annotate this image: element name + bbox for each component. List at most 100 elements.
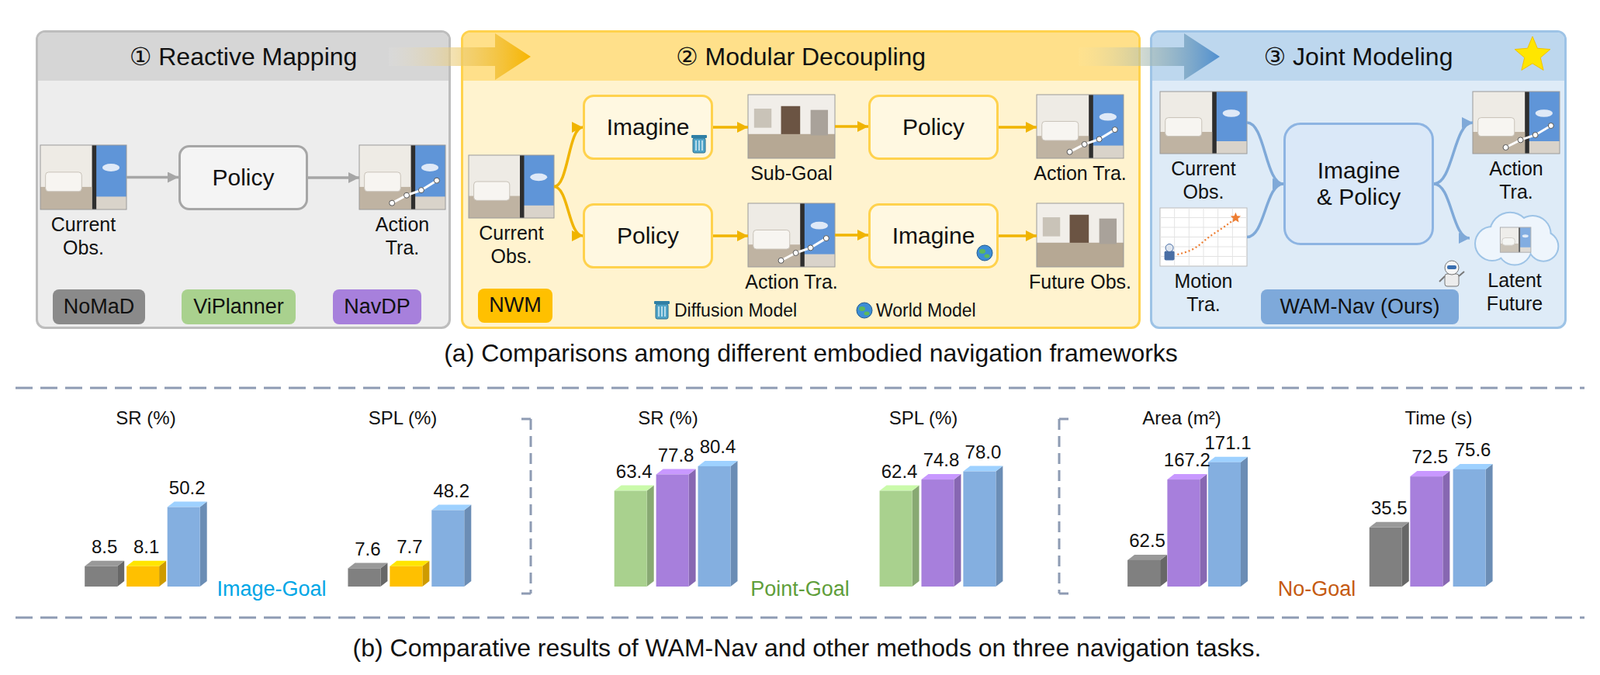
bar-side bbox=[995, 466, 1003, 587]
photo-ground bbox=[1160, 91, 1247, 154]
photo-sofa bbox=[474, 181, 510, 201]
photo-floor bbox=[1036, 242, 1124, 267]
photo-border bbox=[1499, 227, 1531, 253]
metric-heading: SR (%) bbox=[115, 407, 176, 430]
bar-top bbox=[347, 562, 388, 568]
bar-value: 75.6 bbox=[1454, 439, 1492, 461]
section-divider bbox=[1059, 592, 1069, 596]
bar-value: 7.7 bbox=[396, 536, 423, 558]
bar bbox=[1167, 474, 1207, 587]
bar-top bbox=[431, 505, 471, 511]
bar-value: 7.6 bbox=[354, 538, 381, 561]
section-divider bbox=[1059, 418, 1069, 421]
observation-image bbox=[468, 155, 555, 219]
framework-panel: Current Obs.ImagineSub-GoalPolicyAction … bbox=[460, 30, 1141, 330]
trajectory-point bbox=[1503, 145, 1509, 151]
image-caption: Action Tra. bbox=[1025, 161, 1135, 185]
framework-panel: Current Obs.PolicyAction Tra.NoMaDViPlan… bbox=[35, 30, 451, 330]
bar-top bbox=[389, 561, 430, 567]
bar-side bbox=[1402, 522, 1410, 587]
flow-arrow bbox=[998, 125, 1037, 129]
bar-front bbox=[1409, 476, 1443, 587]
bar-top bbox=[1167, 474, 1207, 480]
flow-arrow bbox=[1433, 122, 1473, 184]
photo-border bbox=[468, 155, 555, 219]
process-box: Policy bbox=[582, 203, 714, 269]
observation-image bbox=[1036, 94, 1124, 159]
photo-ground bbox=[468, 155, 555, 219]
bar-value: 50.2 bbox=[169, 477, 206, 499]
photo-cloud bbox=[1535, 109, 1553, 118]
bar-top bbox=[1127, 554, 1168, 561]
bar-value: 35.5 bbox=[1371, 497, 1408, 520]
photo-floor bbox=[748, 134, 835, 159]
photo-frame bbox=[800, 203, 805, 267]
thumbnail bbox=[1036, 94, 1124, 159]
bar-front bbox=[431, 510, 465, 588]
trajectory-point bbox=[433, 177, 440, 184]
bar bbox=[126, 561, 167, 587]
image-caption: Latent Future bbox=[1469, 268, 1560, 316]
process-box: Policy bbox=[868, 94, 999, 160]
bar-front bbox=[1208, 462, 1241, 587]
bar-front bbox=[614, 491, 648, 587]
photo-sofa bbox=[1042, 121, 1079, 141]
drawing-part bbox=[658, 306, 659, 317]
photo-cloud bbox=[1099, 113, 1117, 122]
latent-image bbox=[1499, 227, 1531, 253]
process-box: Imagine bbox=[582, 94, 714, 160]
legend-text: World Model bbox=[876, 300, 977, 321]
legend-text: Diffusion Model bbox=[674, 300, 797, 321]
plot-grid bbox=[1160, 236, 1247, 238]
image-node: Action Tra. bbox=[1025, 94, 1135, 185]
trajectory-point bbox=[778, 257, 784, 264]
drawing-part bbox=[701, 140, 703, 151]
drawing-part bbox=[691, 135, 707, 139]
bar-top bbox=[614, 485, 655, 492]
photo-sky bbox=[95, 145, 127, 197]
bar-value: 63.4 bbox=[616, 460, 653, 483]
photo-ground bbox=[359, 145, 446, 210]
metric-heading: SPL (%) bbox=[889, 407, 958, 430]
drawing-part bbox=[1447, 265, 1457, 270]
photo-ground bbox=[1472, 91, 1560, 154]
bar-value: 8.1 bbox=[133, 536, 160, 558]
bar-top bbox=[1369, 522, 1410, 528]
method-name: NoMaD bbox=[63, 294, 136, 319]
bar-side bbox=[953, 474, 961, 587]
bar-side bbox=[1160, 554, 1168, 587]
image-node: Current Obs. bbox=[1160, 91, 1247, 204]
bar-front bbox=[84, 566, 118, 587]
photo-border bbox=[1036, 203, 1124, 267]
panel-title: ① Reactive Mapping bbox=[129, 41, 358, 72]
photo-sofa bbox=[364, 172, 402, 192]
stage-arrow bbox=[1078, 33, 1220, 80]
photo-frame bbox=[1518, 227, 1521, 253]
task-name: Image-Goal bbox=[216, 577, 326, 602]
stage-arrow bbox=[388, 33, 531, 80]
bar bbox=[1453, 464, 1493, 587]
diffusion-icon bbox=[691, 135, 707, 153]
photo-frame bbox=[92, 145, 97, 210]
trajectory-point bbox=[1111, 127, 1118, 133]
plot-ground bbox=[1160, 207, 1247, 267]
drawing-part bbox=[654, 301, 670, 305]
image-node: Latent Future bbox=[1469, 211, 1560, 316]
observation-image bbox=[40, 145, 127, 210]
bar-side bbox=[1199, 474, 1207, 587]
panel-title: ② Modular Decoupling bbox=[675, 41, 926, 72]
bar-top bbox=[1409, 470, 1450, 477]
photo-border bbox=[748, 203, 835, 267]
bar-side bbox=[117, 561, 125, 587]
section-frame bbox=[15, 616, 1585, 620]
section-divider bbox=[521, 592, 531, 596]
drawing-part bbox=[655, 304, 669, 319]
photo-border bbox=[1036, 94, 1124, 159]
photo-cabinet bbox=[810, 110, 828, 136]
photo-sky bbox=[1520, 227, 1531, 248]
box-label: Policy bbox=[616, 222, 679, 250]
flow-arrow bbox=[834, 124, 869, 129]
photo-picture bbox=[754, 108, 772, 129]
thumbnail bbox=[40, 145, 127, 210]
observation-image bbox=[748, 94, 835, 159]
